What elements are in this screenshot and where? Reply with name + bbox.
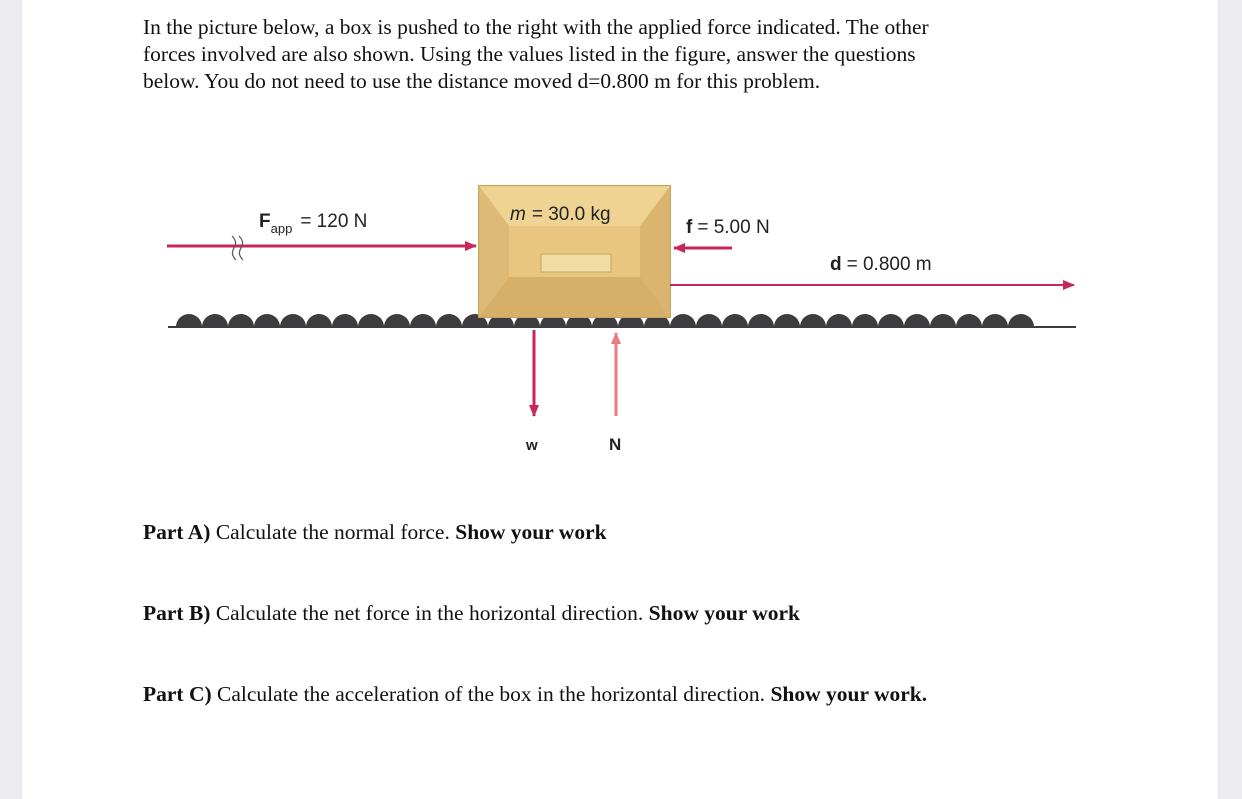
part-a-label: Part A) xyxy=(143,520,211,544)
part-a-question: Part A) Calculate the normal force. Show… xyxy=(143,520,607,545)
part-b-text: Calculate the net force in the horizonta… xyxy=(210,601,649,625)
intro-line: In the picture below, a box is pushed to… xyxy=(143,15,929,39)
part-b-question: Part B) Calculate the net force in the h… xyxy=(143,601,800,626)
document-page xyxy=(22,0,1218,799)
part-c-emphasis: Show your work. xyxy=(770,682,928,706)
part-a-emphasis: Show your work xyxy=(455,520,607,544)
problem-intro: In the picture below, a box is pushed to… xyxy=(143,14,1043,95)
intro-line: below. You do not need to use the distan… xyxy=(143,69,821,93)
intro-line: forces involved are also shown. Using th… xyxy=(143,42,916,66)
part-b-emphasis: Show your work xyxy=(648,601,801,625)
part-c-label: Part C) xyxy=(143,682,212,706)
part-b-label: Part B) xyxy=(143,601,211,625)
part-c-question: Part C) Calculate the acceleration of th… xyxy=(143,682,927,707)
part-c-text: Calculate the acceleration of the box in… xyxy=(211,682,771,706)
part-a-text: Calculate the normal force. xyxy=(210,520,456,544)
